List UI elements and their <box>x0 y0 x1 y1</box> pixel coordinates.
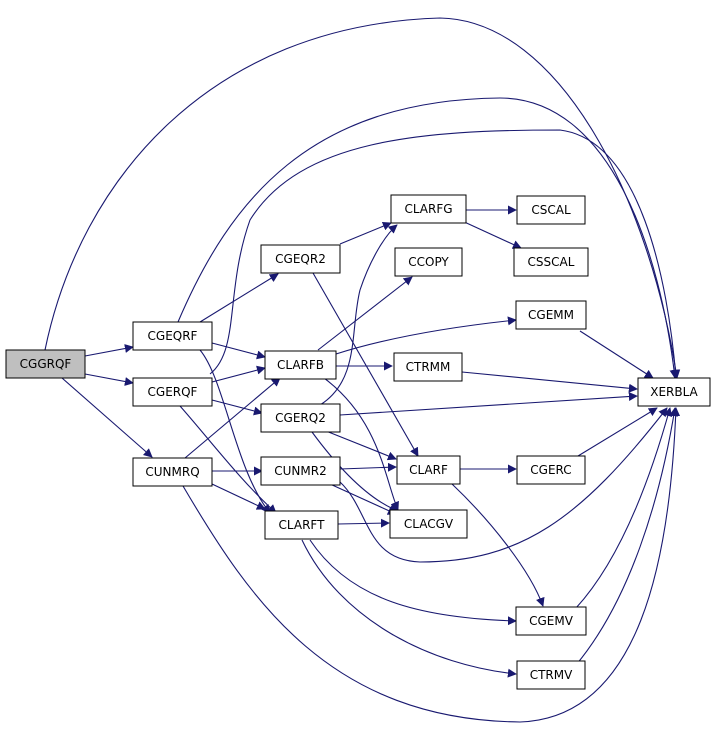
edge-clarfb-ccopy <box>317 276 413 351</box>
node-label: CGERC <box>530 463 571 477</box>
node-label: CUNMRQ <box>145 465 199 479</box>
node-label: CGERQ2 <box>275 411 326 425</box>
edge-clarfg-csscal <box>459 219 522 249</box>
node-xerbla[interactable]: XERBLA <box>637 377 711 407</box>
node-clarfg[interactable]: CLARFG <box>390 194 467 224</box>
edge-clarf-cgemv <box>451 483 545 607</box>
node-label: CLARF <box>409 463 448 477</box>
nodes: CGGRQF CGEQRF CGERQF CUNMRQ CGEQR2 CLARF… <box>5 194 711 690</box>
node-label: CGGRQF <box>20 357 72 371</box>
node-label: CLACGV <box>404 517 454 531</box>
node-ctrmv[interactable]: CTRMV <box>516 660 586 690</box>
edge-cgerq2-clarfg <box>319 224 398 406</box>
edge-cgerqf-xerbla <box>209 129 680 379</box>
node-clarft[interactable]: CLARFT <box>264 510 339 540</box>
edge-cgerq2-clarf <box>325 430 397 461</box>
edge-cgeqrf-cgeqr2 <box>199 273 279 323</box>
node-label: CCOPY <box>408 255 449 269</box>
node-label: CGEQRF <box>148 329 198 343</box>
edge-cunmr2-xerbla <box>339 407 668 563</box>
node-clacgv[interactable]: CLACGV <box>389 509 468 539</box>
node-cgemm[interactable]: CGEMM <box>515 300 587 330</box>
edge-cunmrq-xerbla <box>182 407 681 723</box>
edge-cgeqr2-clarf <box>312 272 419 457</box>
node-cgeqrf[interactable]: CGEQRF <box>132 321 213 351</box>
node-cscal[interactable]: CSCAL <box>516 195 586 225</box>
edge-cgeqrf-clarfb <box>211 342 266 360</box>
edge-clarft-ctrmv <box>301 539 517 678</box>
edges <box>44 17 681 723</box>
node-cgerc[interactable]: CGERC <box>516 455 586 485</box>
node-cggrqf[interactable]: CGGRQF <box>5 349 86 379</box>
edge-cgemm-xerbla <box>579 330 654 379</box>
edge-clarfb-cgemm <box>335 316 517 355</box>
edge-ctrmv-xerbla <box>575 407 679 666</box>
edge-cgemv-xerbla <box>575 407 673 609</box>
edge-cunmrq-clarft <box>211 483 266 510</box>
edge-ctrmm-xerbla <box>461 371 638 393</box>
edge-cgerq2-xerbla <box>339 392 638 416</box>
edge-cgerqf-clarfb <box>211 365 266 383</box>
node-clarfb[interactable]: CLARFB <box>264 350 337 380</box>
edge-cunmr2-clarf <box>339 462 397 472</box>
node-csscal[interactable]: CSSCAL <box>513 247 589 277</box>
edge-cgeqr2-clarfg <box>339 221 392 245</box>
edge-cunmr2-clacgv <box>329 483 397 515</box>
node-cgeqr2[interactable]: CGEQR2 <box>260 244 341 274</box>
node-label: CSSCAL <box>528 255 575 269</box>
node-clarf[interactable]: CLARF <box>396 455 461 485</box>
edge-cggrqf-cunmrq <box>61 377 153 458</box>
node-cgemv[interactable]: CGEMV <box>515 606 587 636</box>
edge-cgeqrf-xerbla <box>177 97 679 379</box>
node-cunmr2[interactable]: CUNMR2 <box>260 456 341 486</box>
edge-cggrqf-cgeqrf <box>84 344 134 357</box>
edge-cggrqf-cgerqf <box>84 373 134 386</box>
edge-clarfb-clacgv <box>323 377 399 511</box>
edge-clarft-cgemv <box>309 539 517 626</box>
node-label: CUNMR2 <box>274 464 326 478</box>
node-cunmrq[interactable]: CUNMRQ <box>132 457 213 487</box>
edge-cgerqf-clarft <box>179 405 277 514</box>
edge-cgerqf-cgerq2 <box>211 399 263 416</box>
node-label: CTRMM <box>406 360 451 374</box>
edge-cgerc-xerbla <box>577 407 658 457</box>
node-label: CGEQR2 <box>275 252 326 266</box>
node-label: CGEMM <box>528 308 574 322</box>
edge-clarft-clacgv <box>337 518 390 528</box>
node-label: CTRMV <box>530 668 573 682</box>
node-label: CSCAL <box>531 203 571 217</box>
node-ccopy[interactable]: CCOPY <box>394 247 463 277</box>
node-label: CLARFT <box>279 518 326 532</box>
edge-cgeqrf-clarft <box>199 349 271 514</box>
edge-cunmrq-clarfb <box>184 377 281 459</box>
edge-cggrqf-xerbla <box>44 17 681 379</box>
node-label: CGEMV <box>529 614 574 628</box>
node-label: CGERQF <box>148 385 198 399</box>
node-label: XERBLA <box>650 385 698 399</box>
node-label: CLARFG <box>404 202 452 216</box>
node-label: CLARFB <box>277 358 324 372</box>
node-ctrmm[interactable]: CTRMM <box>393 352 463 382</box>
node-cgerq2[interactable]: CGERQ2 <box>260 403 341 433</box>
node-cgerqf[interactable]: CGERQF <box>132 377 213 407</box>
